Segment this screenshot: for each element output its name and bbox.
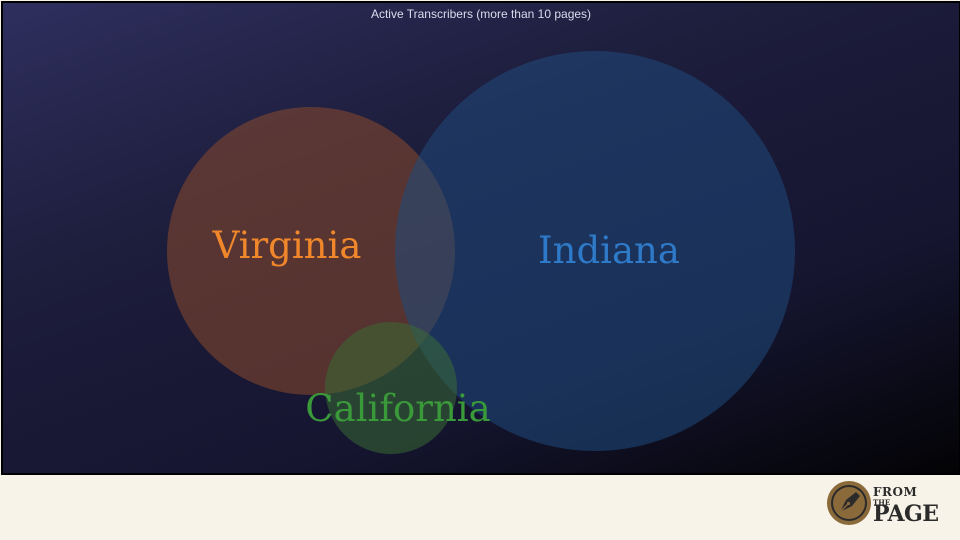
diagram-title: Active Transcribers (more than 10 pages) xyxy=(370,7,592,21)
logo-wordmark: FROM THE PAGE xyxy=(873,486,939,525)
venn-label-indiana: Indiana xyxy=(538,229,680,272)
venn-circle-california xyxy=(325,322,457,454)
logo-line-from: FROM xyxy=(873,485,918,499)
venn-diagram: Virginia Indiana California xyxy=(167,51,795,454)
logo-line-page: PAGE xyxy=(873,501,939,527)
venn-label-virginia: Virginia xyxy=(212,224,362,267)
from-the-page-logo: FROM THE PAGE xyxy=(826,480,948,528)
fountain-pen-nib-icon xyxy=(827,481,871,525)
venn-label-california: California xyxy=(305,387,490,430)
venn-circle-indiana xyxy=(395,51,795,451)
venn-diagram-panel: Active Transcribers (more than 10 pages)… xyxy=(1,1,960,475)
logo-line-the: THE xyxy=(873,498,891,507)
